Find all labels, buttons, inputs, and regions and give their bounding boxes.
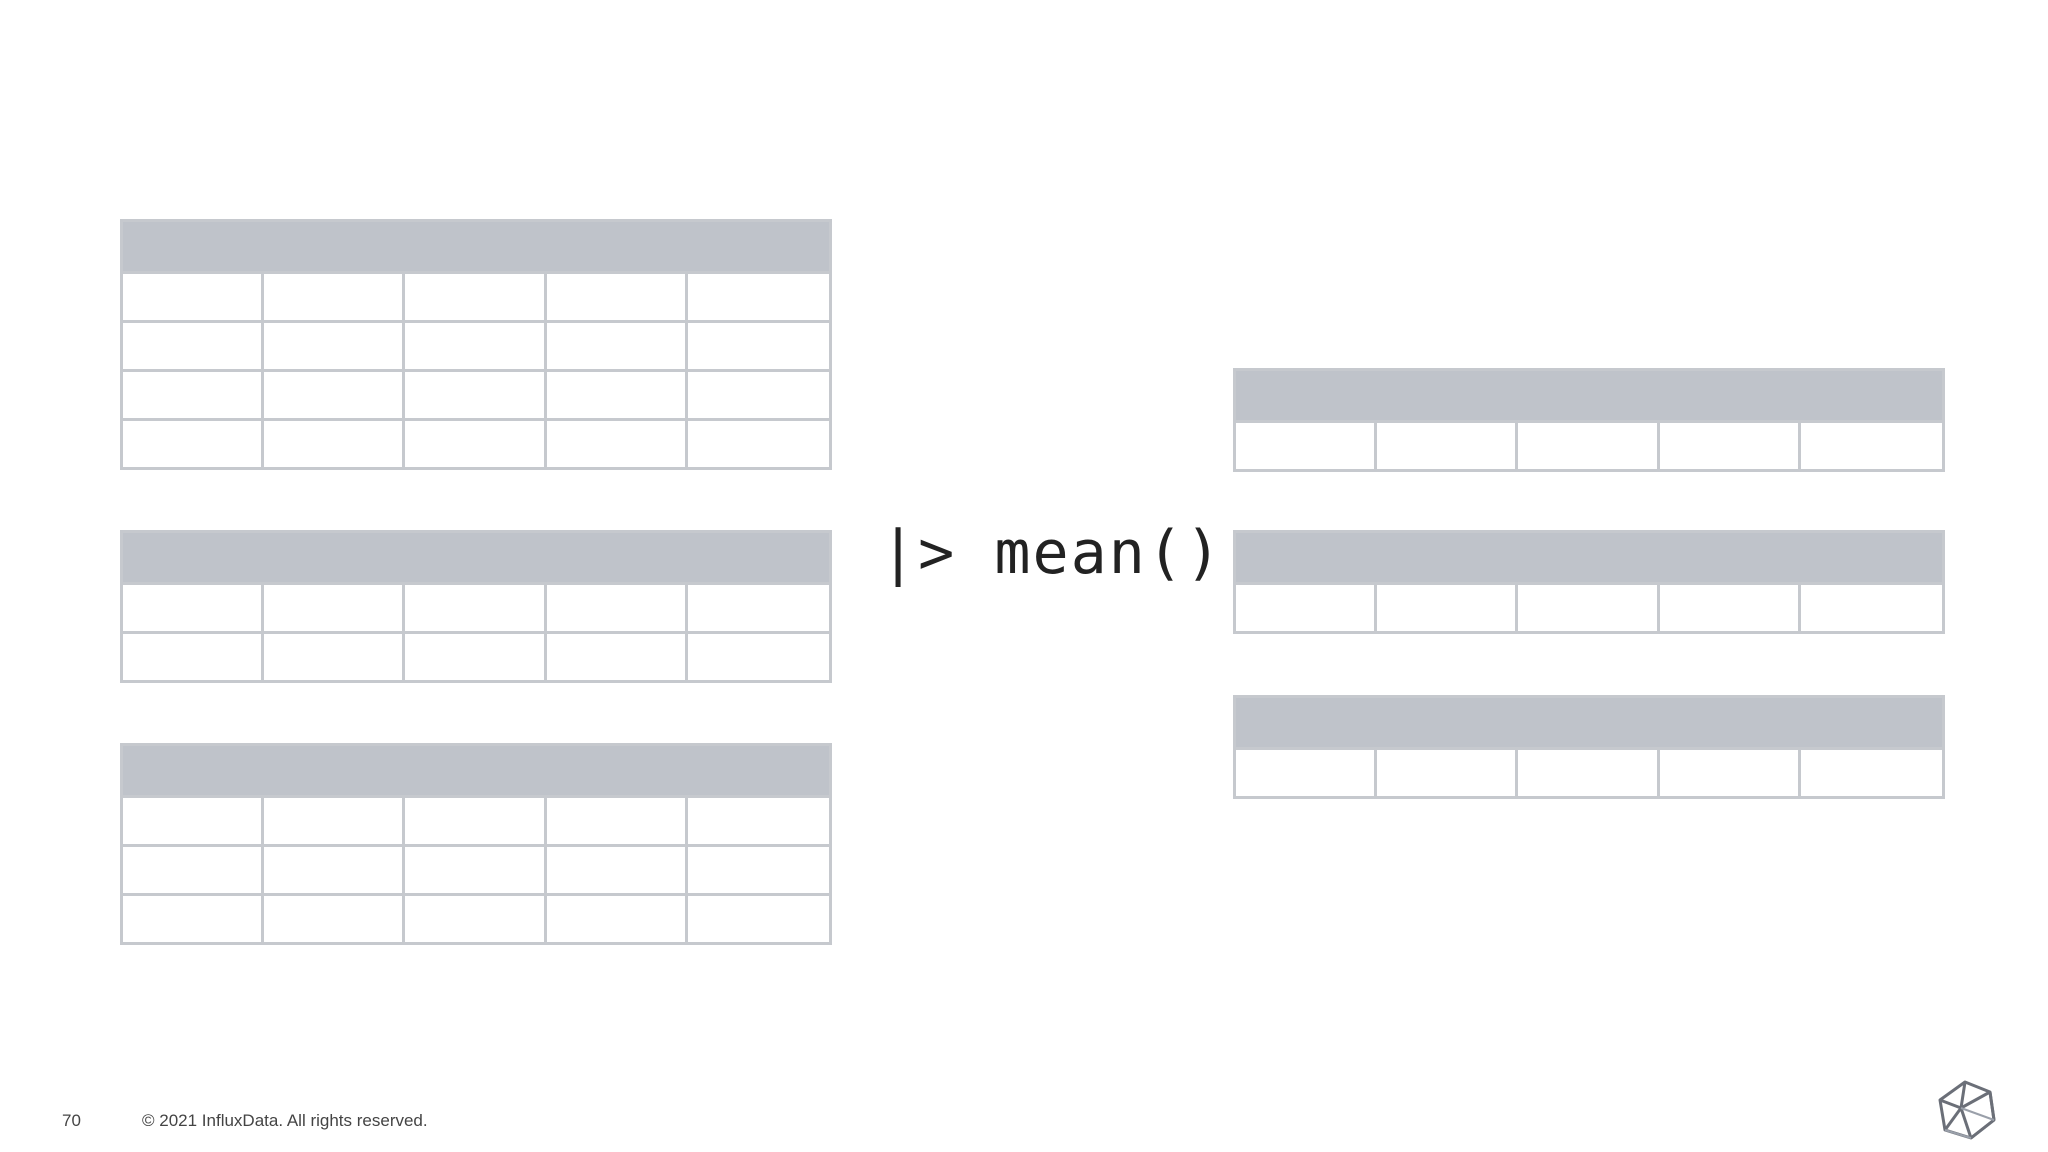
table-cell	[123, 372, 265, 418]
table-cell	[1518, 423, 1660, 469]
table-header	[1236, 698, 1942, 747]
table-cell	[123, 323, 265, 369]
table-cell	[264, 421, 406, 467]
table-cell	[123, 847, 265, 893]
table-header	[1236, 533, 1942, 582]
table-cell	[547, 896, 688, 942]
table-row	[123, 271, 829, 320]
table-cell	[1377, 585, 1519, 631]
table-cell	[405, 798, 547, 844]
output-table-3	[1233, 695, 1945, 799]
table-cell	[547, 847, 688, 893]
table-row	[123, 418, 829, 467]
table-row	[123, 844, 829, 893]
table-cell	[688, 798, 829, 844]
table-cell	[264, 585, 406, 631]
table-cell	[1660, 750, 1801, 796]
table-cell	[1801, 585, 1942, 631]
table-cell	[123, 634, 265, 680]
table-row	[123, 893, 829, 942]
page-number: 70	[62, 1111, 81, 1130]
table-cell	[1518, 750, 1660, 796]
copyright-text: © 2021 InfluxData. All rights reserved.	[142, 1111, 428, 1130]
table-cell	[123, 274, 265, 320]
table-cell	[688, 274, 829, 320]
table-cell	[264, 634, 406, 680]
input-table-1	[120, 219, 832, 470]
table-header	[123, 533, 829, 582]
table-row	[123, 369, 829, 418]
table-cell	[547, 634, 688, 680]
table-cell	[1518, 585, 1660, 631]
table-cell	[688, 847, 829, 893]
table-cell	[547, 421, 688, 467]
table-cell	[1236, 750, 1378, 796]
table-cell	[547, 585, 688, 631]
table-cell	[1801, 423, 1942, 469]
table-cell	[123, 585, 265, 631]
table-cell	[688, 585, 829, 631]
table-cell	[547, 798, 688, 844]
table-header	[123, 746, 829, 795]
table-cell	[688, 421, 829, 467]
table-row	[123, 320, 829, 369]
output-table-2	[1233, 530, 1945, 634]
table-cell	[688, 323, 829, 369]
table-cell	[405, 421, 547, 467]
table-cell	[123, 798, 265, 844]
table-cell	[688, 896, 829, 942]
table-row	[123, 582, 829, 631]
table-cell	[1377, 423, 1519, 469]
input-table-3	[120, 743, 832, 945]
table-cell	[688, 372, 829, 418]
table-cell	[1801, 750, 1942, 796]
table-cell	[264, 896, 406, 942]
table-cell	[1236, 423, 1378, 469]
table-row	[1236, 420, 1942, 469]
table-cell	[1660, 423, 1801, 469]
input-table-2	[120, 530, 832, 683]
table-cell	[264, 274, 406, 320]
table-row	[1236, 582, 1942, 631]
table-cell	[1377, 750, 1519, 796]
table-cell	[405, 585, 547, 631]
table-header	[123, 222, 829, 271]
table-cell	[264, 372, 406, 418]
table-cell	[123, 896, 265, 942]
table-cell	[405, 323, 547, 369]
table-row	[123, 631, 829, 680]
table-cell	[264, 847, 406, 893]
table-cell	[123, 421, 265, 467]
table-cell	[405, 896, 547, 942]
table-row	[1236, 747, 1942, 796]
polyhedron-logo-icon	[1938, 1080, 1996, 1140]
table-cell	[547, 274, 688, 320]
table-cell	[405, 634, 547, 680]
table-cell	[264, 798, 406, 844]
table-cell	[1660, 585, 1801, 631]
table-header	[1236, 371, 1942, 420]
table-row	[123, 795, 829, 844]
table-cell	[264, 323, 406, 369]
table-cell	[688, 634, 829, 680]
flux-mean-operator: |> mean()	[880, 518, 1224, 588]
table-cell	[405, 372, 547, 418]
output-table-1	[1233, 368, 1945, 472]
table-cell	[547, 372, 688, 418]
table-cell	[405, 274, 547, 320]
table-cell	[405, 847, 547, 893]
table-cell	[1236, 585, 1378, 631]
table-cell	[547, 323, 688, 369]
